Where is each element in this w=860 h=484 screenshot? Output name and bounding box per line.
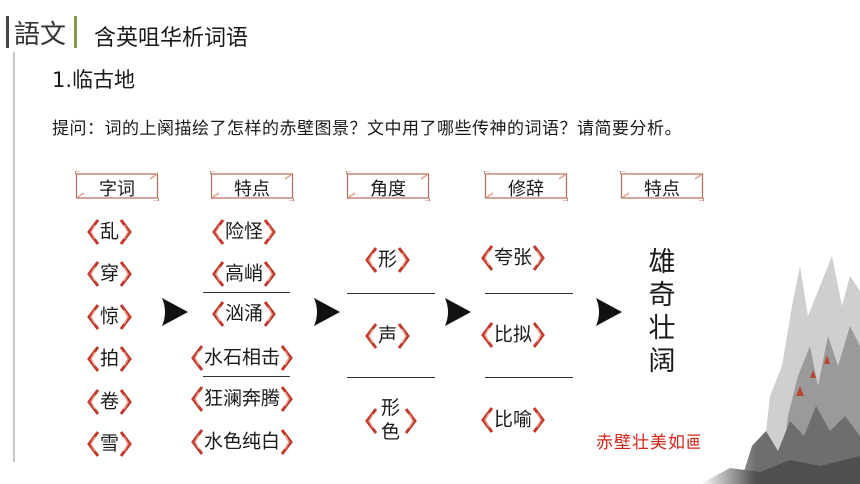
trait-item: 汹涌 — [211, 298, 277, 328]
bracket-left-icon — [211, 260, 225, 287]
bracket-right-icon — [397, 322, 411, 349]
bracket-left-icon — [86, 430, 100, 457]
bracket-right-icon — [404, 408, 418, 434]
question-text: 提问：词的上阕描绘了怎样的赤壁图景？文中用了哪些传神的词语？请简要分析。 — [52, 119, 682, 139]
tab-label: 特点 — [644, 179, 680, 200]
bracket-right-icon — [532, 244, 546, 271]
bracket-left-icon — [211, 218, 225, 245]
divider — [485, 377, 573, 378]
bracket-left-icon — [86, 260, 100, 287]
angle-item: 形 — [364, 244, 411, 274]
slide-title: 含英咀华析词语 — [94, 26, 249, 51]
bracket-right-icon — [119, 260, 133, 287]
angle-item: 声 — [364, 320, 411, 350]
rhetoric-item: 夸张 — [480, 242, 546, 272]
trait-item: 水色纯白 — [190, 426, 294, 456]
section-heading: 1.临古地 — [52, 68, 136, 92]
trait-item: 水石相击 — [190, 342, 294, 372]
trait-item: 险怪 — [211, 216, 277, 246]
bracket-left-icon — [86, 388, 100, 415]
bracket-left-icon — [364, 408, 378, 434]
tab-header-angle: 角度 — [346, 171, 430, 201]
char-item: 卷 — [86, 386, 133, 416]
bracket-right-icon — [263, 300, 277, 327]
divider — [203, 292, 290, 293]
arrow-right-icon — [445, 298, 471, 326]
bracket-right-icon — [532, 406, 546, 433]
caption-red: 赤壁壮美如画 — [596, 433, 704, 453]
bracket-right-icon — [119, 218, 133, 245]
bracket-right-icon — [263, 260, 277, 287]
bracket-right-icon — [119, 303, 133, 330]
bracket-right-icon — [119, 345, 133, 372]
result-vertical-text: 雄奇壮阔 — [648, 247, 676, 377]
bracket-right-icon — [119, 430, 133, 457]
bracket-left-icon — [190, 428, 204, 455]
bracket-left-icon — [364, 322, 378, 349]
rhetoric-item: 比喻 — [480, 404, 546, 434]
bracket-left-icon — [190, 385, 204, 412]
bracket-left-icon — [480, 321, 494, 348]
ink-landscape-image — [700, 246, 860, 484]
tab-label: 字词 — [99, 179, 135, 200]
arrow-right-icon — [162, 298, 188, 326]
char-item: 拍 — [86, 343, 133, 373]
bracket-right-icon — [280, 428, 294, 455]
bracket-right-icon — [119, 388, 133, 415]
tab-header-chars: 字词 — [75, 171, 159, 201]
bracket-left-icon — [86, 218, 100, 245]
bracket-left-icon — [86, 303, 100, 330]
divider — [347, 377, 435, 378]
divider — [485, 293, 573, 294]
bracket-right-icon — [397, 246, 411, 273]
bracket-left-icon — [190, 344, 204, 371]
char-item: 雪 — [86, 428, 133, 458]
divider — [203, 376, 290, 377]
tab-header-rhetoric: 修辞 — [484, 171, 568, 201]
rhetoric-item: 比拟 — [480, 319, 546, 349]
divider — [347, 293, 435, 294]
tab-label: 角度 — [370, 179, 406, 200]
char-item: 乱 — [86, 216, 133, 246]
left-rule — [13, 52, 15, 462]
trait-item: 高峭 — [211, 258, 277, 288]
bracket-right-icon — [263, 218, 277, 245]
logo-char-1: 語文 — [14, 20, 66, 50]
char-item: 惊 — [86, 301, 133, 331]
tab-label: 修辞 — [508, 179, 544, 200]
bracket-right-icon — [532, 321, 546, 348]
char-item: 穿 — [86, 258, 133, 288]
trait-item: 狂澜奔腾 — [190, 383, 294, 413]
bracket-left-icon — [211, 300, 225, 327]
bracket-right-icon — [280, 385, 294, 412]
bracket-right-icon — [280, 344, 294, 371]
bracket-left-icon — [480, 406, 494, 433]
bracket-left-icon — [480, 244, 494, 271]
bracket-left-icon — [364, 246, 378, 273]
tab-header-result: 特点 — [620, 171, 704, 201]
arrow-right-icon — [314, 298, 340, 326]
angle-item-stacked: 形色 — [364, 396, 424, 446]
chinese-seal-logo: 語文 — [4, 12, 82, 52]
arrow-right-icon — [596, 298, 622, 326]
tab-label: 特点 — [234, 179, 270, 200]
tab-header-traits: 特点 — [210, 171, 294, 201]
bracket-left-icon — [86, 345, 100, 372]
